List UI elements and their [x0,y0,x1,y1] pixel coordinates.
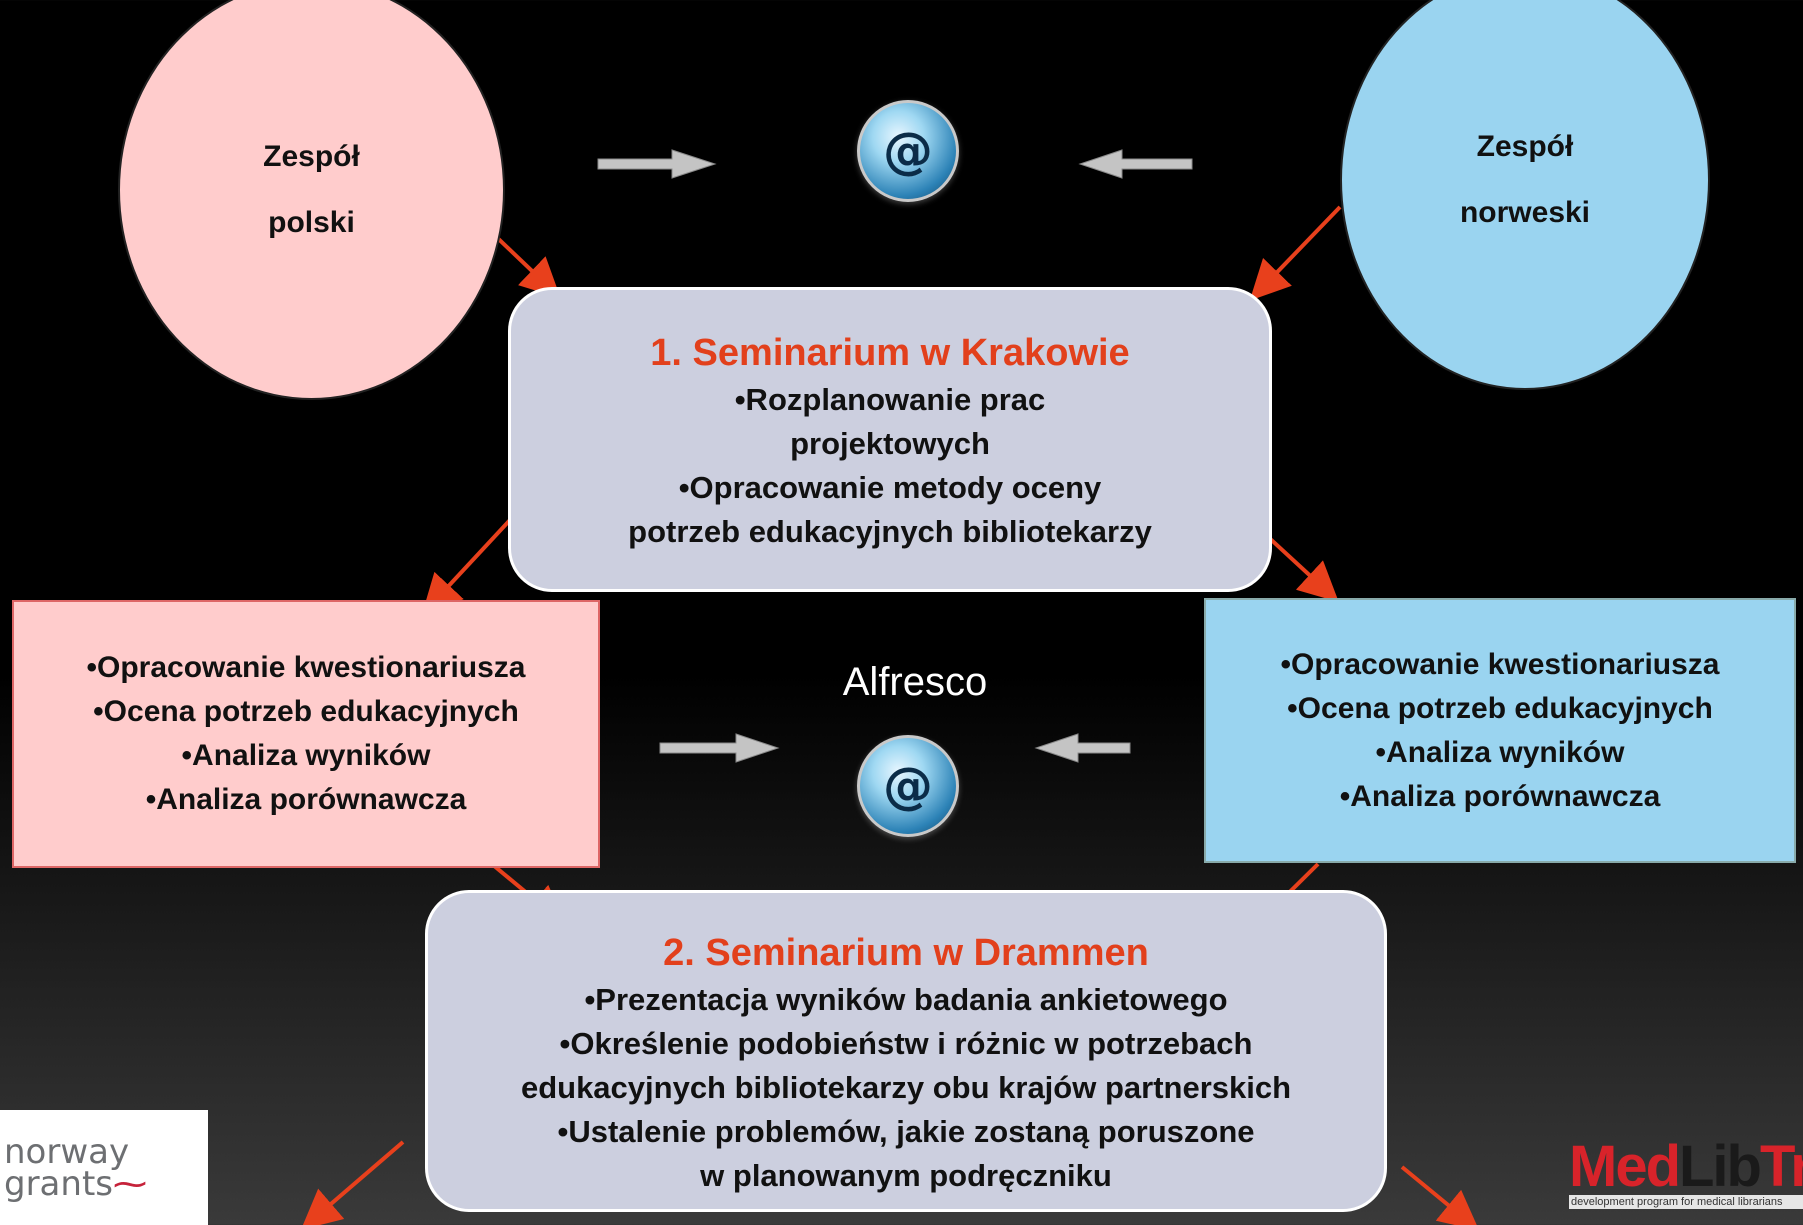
medlibtrain-wordmark: MedLibTrain [1569,1138,1803,1196]
norway-grants-logo-line1: norway [4,1131,130,1172]
grey-arrow-top-left [597,149,717,179]
red-arrow-seminar2-bottom-right [1400,1165,1480,1225]
medlibtrain-train: Train [1759,1134,1803,1199]
norway-grants-logo-line2: grants⁓ [4,1167,208,1201]
seminar2-title: 2. Seminarium w Drammen [663,932,1149,974]
seminar2-box: 2. Seminarium w Drammen •Prezentacja wyn… [425,890,1387,1212]
medlibtrain-tagline: development program for medical libraria… [1569,1195,1803,1209]
tasks-polish-line: •Analiza wyników [181,739,431,772]
seminar2-line: w planowanym podręczniku [700,1158,1112,1193]
tasks-norwegian-line: •Analiza porównawcza [1339,779,1661,813]
red-arrow-seminar2-bottom-left [300,1140,405,1225]
seminar1-line: •Rozplanowanie prac [734,382,1046,417]
grey-arrow-top-right [1078,149,1193,179]
team-polish-line1: Zespół [263,140,360,173]
seminar1-line: projektowych [790,426,990,461]
tasks-norwegian-line: •Ocena potrzeb edukacyjnych [1287,691,1713,725]
tasks-polish-line: •Opracowanie kwestionariusza [86,651,526,684]
team-polish-line2: polski [268,206,355,239]
norway-grants-logo-word: grants [4,1163,113,1204]
tasks-norwegian-line: •Opracowanie kwestionariusza [1280,647,1720,681]
medlibtrain-med: Med [1569,1134,1681,1199]
seminar1-line: •Opracowanie metody oceny [678,470,1102,505]
grey-arrow-mid-right [1034,733,1131,763]
seminar2-line: •Ustalenie problemów, jakie zostaną poru… [557,1114,1255,1149]
tasks-norwegian-box: •Opracowanie kwestionariusza •Ocena potr… [1204,598,1796,863]
tasks-polish-line: •Ocena potrzeb edukacyjnych [93,695,519,728]
team-polish-circle: Zespół polski [118,0,505,400]
seminar2-line: edukacyjnych bibliotekarzy obu krajów pa… [520,1070,1292,1105]
red-arrow-norwegian-to-seminar1 [1249,205,1342,301]
team-norwegian-line2: norweski [1459,196,1591,229]
norway-grants-swoosh-icon: ⁓ [113,1163,147,1204]
team-norwegian-circle: Zespół norweski [1340,0,1710,390]
red-arrow-seminar1-to-polish-tasks [421,518,512,615]
seminar1-line: potrzeb edukacyjnych bibliotekarzy [628,514,1152,549]
medlibtrain-lib: Lib [1679,1134,1762,1199]
seminar2-line: •Prezentacja wyników badania ankietowego [584,982,1228,1017]
grey-arrow-mid-left [659,733,780,763]
seminar1-box: 1. Seminarium w Krakowie •Rozplanowanie … [508,287,1272,592]
norway-grants-logo: norway grants⁓ [0,1110,208,1225]
seminar2-line: •Określenie podobieństw i różnic w potrz… [559,1026,1253,1061]
alfresco-label: Alfresco [842,660,988,704]
medlibtrain-logo: MedLibTrain development program for medi… [1557,1133,1803,1225]
tasks-norwegian-line: •Analiza wyników [1375,735,1625,769]
team-norwegian-line1: Zespół [1476,130,1574,163]
email-at-icon-middle: @ [857,735,959,837]
seminar1-title: 1. Seminarium w Krakowie [650,332,1130,374]
tasks-polish-line: •Analiza porównawcza [145,783,467,816]
tasks-polish-box: •Opracowanie kwestionariusza •Ocena potr… [12,600,600,868]
email-at-icon-top: @ [857,100,959,202]
red-arrow-seminar1-to-norwegian-tasks [1264,533,1339,603]
